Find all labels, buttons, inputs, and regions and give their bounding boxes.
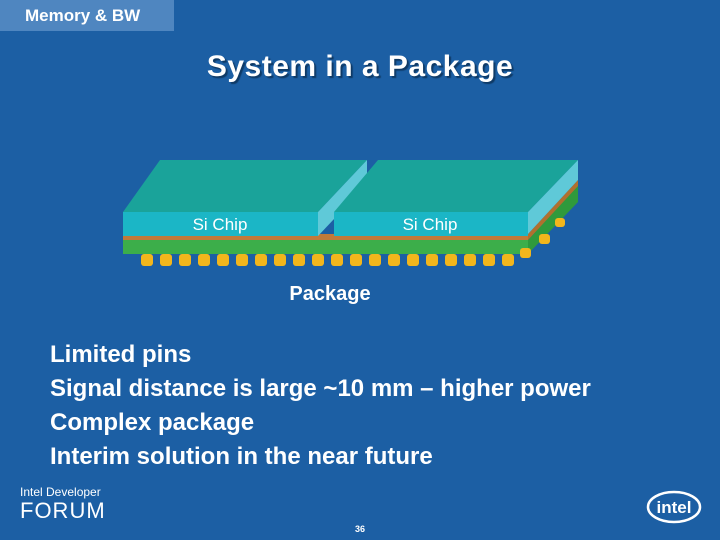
bullet-item: Complex package: [50, 409, 255, 436]
bullet-item: Interim solution in the near future: [50, 443, 433, 470]
chip2-front: [334, 212, 528, 236]
sip-diagram: Si Chip Si Chip: [0, 150, 720, 280]
chip-label-2: Si Chip: [403, 215, 458, 234]
package-pins: [141, 218, 565, 266]
chip2-side: [528, 160, 578, 234]
bullet-item: Limited pins: [50, 341, 192, 368]
chip1-side: [318, 160, 367, 236]
intel-logo-icon: intel: [646, 490, 702, 524]
slide-title: System in a Package: [206, 50, 514, 83]
bullet-list: Limited pins Signal distance is large ~1…: [50, 338, 591, 474]
copper-layer: [123, 234, 528, 240]
package-label: Package: [289, 283, 371, 305]
package-illustration: Si Chip Si Chip: [123, 160, 578, 266]
copper-side: [528, 180, 578, 240]
chip1-front: [123, 212, 318, 236]
brand-line2: FORUM: [20, 498, 106, 523]
chip1-top: [123, 160, 367, 212]
page-number: 36: [354, 524, 365, 534]
bullet-item: Signal distance is large ~10 mm – higher…: [50, 375, 591, 402]
chip2-top: [334, 160, 578, 212]
substrate-front: [123, 240, 528, 254]
section-tag: Memory & BW: [0, 0, 174, 31]
logo-text: intel: [657, 498, 692, 517]
brand-line1: Intel Developer: [20, 485, 101, 499]
idf-brand: Intel Developer FORUM: [20, 486, 106, 523]
chip-label-1: Si Chip: [193, 215, 248, 234]
